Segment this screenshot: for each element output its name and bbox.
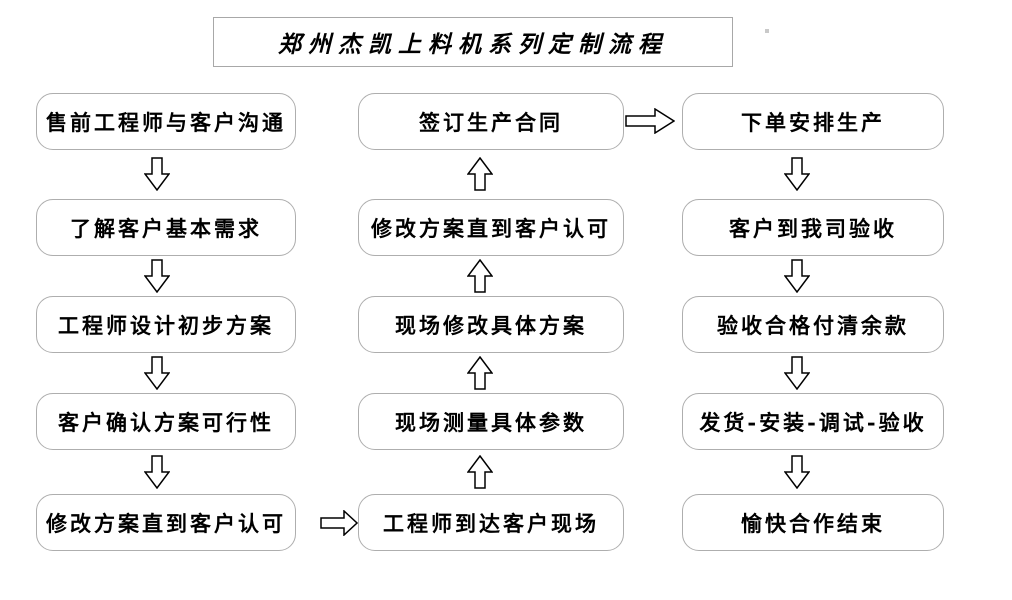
title-box: 郑州杰凯上料机系列定制流程 bbox=[213, 17, 733, 67]
flow-box-confirm-feasibility: 客户确认方案可行性 bbox=[36, 393, 296, 450]
stray-dot bbox=[765, 29, 769, 33]
down-arrow-icon bbox=[144, 157, 170, 191]
down-arrow-icon bbox=[144, 259, 170, 293]
up-arrow-icon bbox=[467, 455, 493, 489]
page-title: 郑州杰凯上料机系列定制流程 bbox=[278, 31, 668, 58]
right-arrow-icon bbox=[320, 510, 358, 536]
right-arrow-icon bbox=[625, 108, 675, 134]
flow-box-place-order-production: 下单安排生产 bbox=[682, 93, 944, 150]
down-arrow-icon bbox=[144, 455, 170, 489]
flow-box-onsite-measure-params: 现场测量具体参数 bbox=[358, 393, 624, 450]
flow-box-sign-contract: 签订生产合同 bbox=[358, 93, 624, 150]
flow-box-presale-communication: 售前工程师与客户沟通 bbox=[36, 93, 296, 150]
flow-box-understand-needs: 了解客户基本需求 bbox=[36, 199, 296, 256]
flow-box-revise-until-approved: 修改方案直到客户认可 bbox=[36, 494, 296, 551]
flow-box-engineer-arrive-site: 工程师到达客户现场 bbox=[358, 494, 624, 551]
up-arrow-icon bbox=[467, 259, 493, 293]
flow-box-customer-acceptance: 客户到我司验收 bbox=[682, 199, 944, 256]
up-arrow-icon bbox=[467, 356, 493, 390]
flow-box-revise-until-approved-onsite: 修改方案直到客户认可 bbox=[358, 199, 624, 256]
down-arrow-icon bbox=[144, 356, 170, 390]
down-arrow-icon bbox=[784, 455, 810, 489]
down-arrow-icon bbox=[784, 356, 810, 390]
flow-box-ship-install-debug-accept: 发货-安装-调试-验收 bbox=[682, 393, 944, 450]
down-arrow-icon bbox=[784, 157, 810, 191]
flow-box-pay-balance: 验收合格付清余款 bbox=[682, 296, 944, 353]
flow-box-happy-cooperation-end: 愉快合作结束 bbox=[682, 494, 944, 551]
flow-box-onsite-revise-plan: 现场修改具体方案 bbox=[358, 296, 624, 353]
up-arrow-icon bbox=[467, 157, 493, 191]
flow-box-initial-design: 工程师设计初步方案 bbox=[36, 296, 296, 353]
down-arrow-icon bbox=[784, 259, 810, 293]
